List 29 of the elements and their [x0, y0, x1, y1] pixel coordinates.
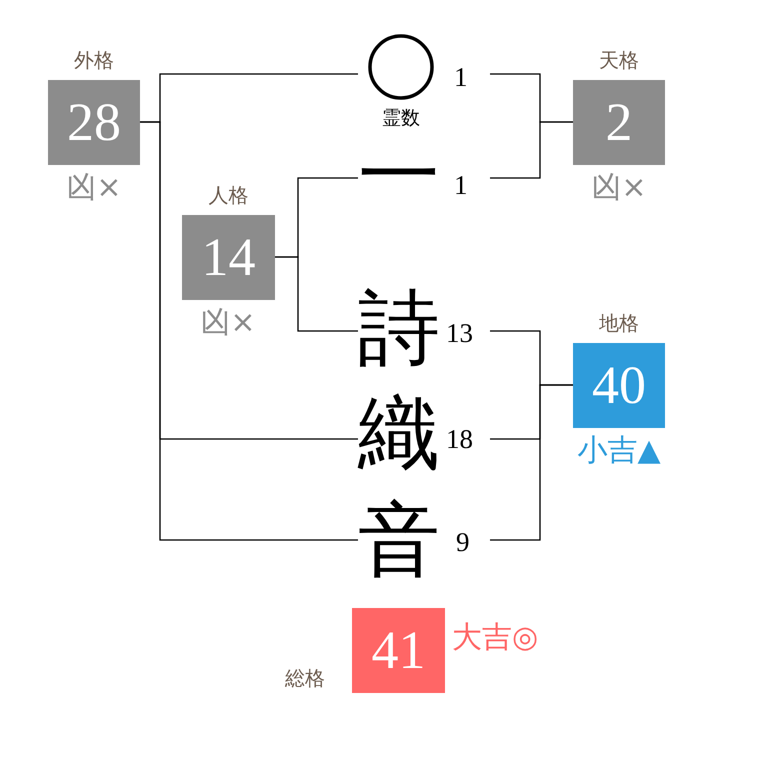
- name-character: 一: [358, 132, 440, 220]
- fortune-rating: 大吉◎: [452, 620, 538, 656]
- bracket-line: [490, 121, 573, 179]
- category-label: 総格: [285, 666, 325, 690]
- category-label: 天格: [599, 48, 639, 72]
- score-tile: 2: [573, 80, 665, 165]
- stroke-count: 1: [454, 170, 468, 200]
- fortune-rating: 小吉▲: [577, 433, 661, 469]
- stroke-count: 13: [446, 318, 473, 348]
- score-tile: 28: [48, 80, 140, 165]
- bracket-line: [140, 121, 358, 541]
- fortune-rating: 凶×: [200, 305, 256, 341]
- name-character: 詩: [358, 285, 440, 373]
- stroke-count: 18: [446, 424, 473, 454]
- fortune-rating: 凶×: [66, 170, 122, 206]
- name-character: 織: [358, 390, 440, 478]
- stroke-count: 1: [454, 62, 468, 92]
- score-tile: 40: [573, 343, 665, 428]
- bracket-line: [275, 256, 358, 332]
- circle-caption: 霊数: [382, 106, 420, 130]
- stroke-count: 9: [456, 527, 470, 557]
- bracket-line: [490, 384, 573, 541]
- category-label: 地格: [599, 311, 639, 335]
- category-label: 人格: [208, 183, 248, 207]
- name-character: 音: [358, 497, 440, 585]
- score-tile: 14: [182, 215, 275, 300]
- category-label: 外格: [74, 48, 114, 72]
- fortune-rating: 凶×: [591, 170, 647, 206]
- score-tile: 41: [352, 608, 445, 693]
